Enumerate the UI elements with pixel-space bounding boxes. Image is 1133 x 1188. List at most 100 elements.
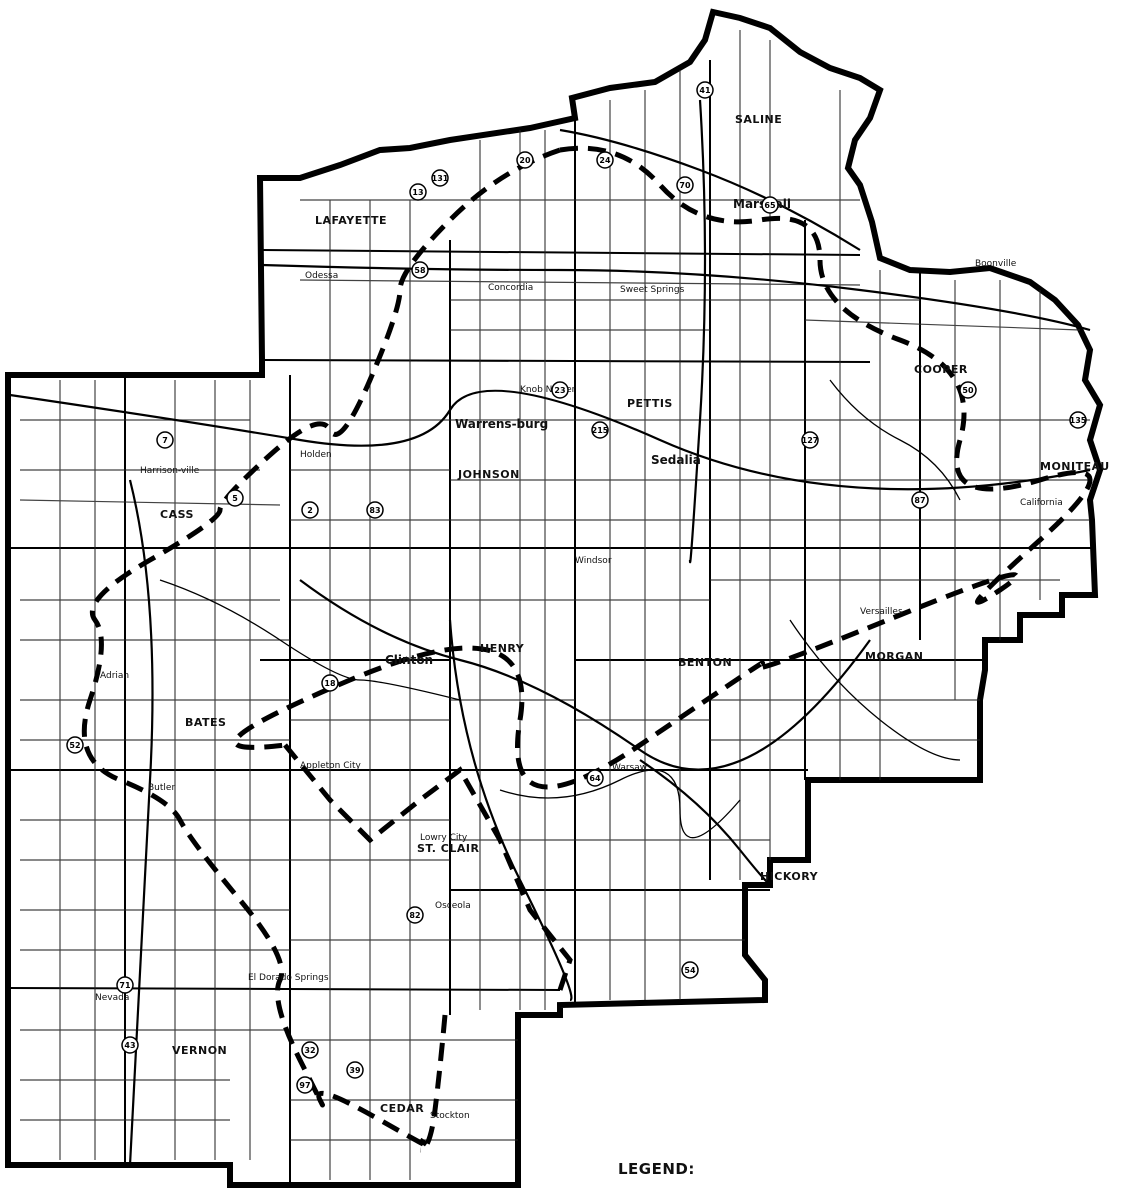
- svg-text:7: 7: [162, 436, 168, 445]
- town-labels: Marshall Warrens-burg Sedalia Clinton Co…: [95, 197, 1063, 1121]
- county-label-st-clair: ST. CLAIR: [417, 842, 479, 855]
- highway-marker-127: 127: [801, 431, 819, 449]
- svg-text:54: 54: [684, 966, 696, 975]
- county-label-lafayette: LAFAYETTE: [315, 214, 387, 227]
- town-windsor: Windsor: [575, 556, 612, 566]
- town-lowry-city: Lowry City: [420, 833, 468, 843]
- county-label-morgan: MORGAN: [865, 650, 924, 663]
- svg-text:5: 5: [232, 494, 238, 503]
- svg-text:70: 70: [679, 181, 691, 190]
- svg-text:18: 18: [324, 679, 336, 688]
- town-warrensburg: Warrens-burg: [455, 417, 548, 431]
- town-boonville: Boonville: [975, 259, 1017, 269]
- highway-marker-54: 54: [681, 961, 699, 979]
- highway-marker-7: 7: [156, 431, 174, 449]
- svg-text:23: 23: [554, 386, 565, 395]
- town-sedalia: Sedalia: [651, 453, 701, 467]
- town-el-dorado-springs: El Dorado Springs: [248, 973, 329, 983]
- town-nevada: Nevada: [95, 993, 129, 1003]
- town-clinton: Clinton: [385, 653, 433, 667]
- svg-text:87: 87: [914, 496, 925, 505]
- highway-markers: 41 65 70 20 23 13 24 7 52 18 54 82 32 39 43 71 2 5 50 87 135…: [66, 81, 1087, 1094]
- highway-marker-135: 135: [1069, 411, 1087, 429]
- town-knob-noster: Knob Noster: [520, 385, 576, 395]
- highway-marker-58: 58: [411, 261, 429, 279]
- highway-marker-20: 20: [516, 151, 534, 169]
- town-appleton-city: Appleton City: [300, 761, 362, 771]
- town-versailles: Versailles: [860, 607, 903, 617]
- highway-marker-82: 82: [406, 906, 424, 924]
- highway-marker-13: 13: [409, 183, 427, 201]
- svg-text:20: 20: [519, 156, 531, 165]
- svg-text:52: 52: [69, 741, 80, 750]
- town-odessa: Odessa: [305, 271, 338, 281]
- svg-text:41: 41: [699, 86, 711, 95]
- svg-text:58: 58: [414, 266, 426, 275]
- svg-text:215: 215: [592, 426, 609, 435]
- highways: [9, 99, 1091, 1166]
- highway-marker-23: 23: [551, 381, 569, 399]
- county-label-bates: BATES: [185, 716, 226, 729]
- highway-marker-64: 64: [586, 769, 604, 787]
- svg-text:135: 135: [1070, 416, 1087, 425]
- highway-marker-32: 32: [301, 1041, 319, 1059]
- highway-marker-39: 39: [346, 1061, 364, 1079]
- county-label-benton: BENTON: [678, 656, 732, 669]
- dashed-route: [81, 145, 1093, 1153]
- legend-title: LEGEND:: [618, 1160, 695, 1178]
- svg-text:13: 13: [412, 188, 423, 197]
- county-label-johnson: JOHNSON: [457, 468, 520, 481]
- svg-text:127: 127: [802, 436, 819, 445]
- county-label-hickory: HICKORY: [760, 870, 819, 883]
- county-label-pettis: PETTIS: [627, 397, 673, 410]
- rivers: [159, 379, 961, 839]
- svg-text:83: 83: [369, 506, 380, 515]
- svg-text:131: 131: [432, 174, 449, 183]
- town-adrian: Adrian: [100, 671, 129, 681]
- highway-marker-215: 215: [591, 421, 609, 439]
- svg-text:64: 64: [589, 774, 601, 783]
- highway-marker-5: 5: [226, 489, 244, 507]
- highway-marker-52: 52: [66, 736, 84, 754]
- county-labels: SALINE LAFAYETTE CASS JOHNSON PETTIS COO…: [160, 113, 1110, 1115]
- road-network: [19, 30, 1090, 1180]
- svg-text:71: 71: [119, 981, 131, 990]
- highway-marker-97: 97: [296, 1076, 314, 1094]
- town-california: California: [1020, 498, 1063, 508]
- county-label-henry: HENRY: [480, 642, 525, 655]
- highway-marker-41: 41: [696, 81, 714, 99]
- svg-text:2: 2: [307, 506, 313, 515]
- highway-marker-65: 65: [761, 196, 779, 214]
- region-boundary: [5, 8, 1104, 1188]
- town-stockton: Stockton: [430, 1111, 470, 1121]
- town-sweet-springs: Sweet Springs: [620, 285, 685, 295]
- highway-marker-131: 131: [431, 169, 449, 187]
- town-butler: Butler: [148, 783, 175, 793]
- highway-marker-71: 71: [116, 976, 134, 994]
- svg-text:97: 97: [299, 1081, 310, 1090]
- svg-text:32: 32: [304, 1046, 315, 1055]
- highway-marker-83: 83: [366, 501, 384, 519]
- highway-marker-70: 70: [676, 176, 694, 194]
- town-harrisonville: Harrison-ville: [140, 466, 200, 476]
- county-label-cass: CASS: [160, 508, 194, 521]
- highway-marker-87: 87: [911, 491, 929, 509]
- county-label-moniteau: MONITEAU: [1040, 460, 1110, 473]
- svg-text:82: 82: [409, 911, 420, 920]
- town-holden: Holden: [300, 450, 332, 460]
- svg-text:43: 43: [124, 1041, 135, 1050]
- highway-marker-18: 18: [321, 674, 339, 692]
- svg-text:50: 50: [962, 386, 974, 395]
- county-label-saline: SALINE: [735, 113, 782, 126]
- svg-text:24: 24: [599, 156, 611, 165]
- highway-marker-43: 43: [121, 1036, 139, 1054]
- town-concordia: Concordia: [488, 283, 533, 293]
- town-warsaw: Warsaw: [612, 763, 647, 773]
- highway-marker-24: 24: [596, 151, 614, 169]
- svg-text:65: 65: [764, 201, 776, 210]
- svg-text:39: 39: [349, 1066, 361, 1075]
- county-label-cooper: COOPER: [914, 363, 968, 376]
- highway-marker-2: 2: [301, 501, 319, 519]
- town-osceola: Osceola: [435, 901, 471, 911]
